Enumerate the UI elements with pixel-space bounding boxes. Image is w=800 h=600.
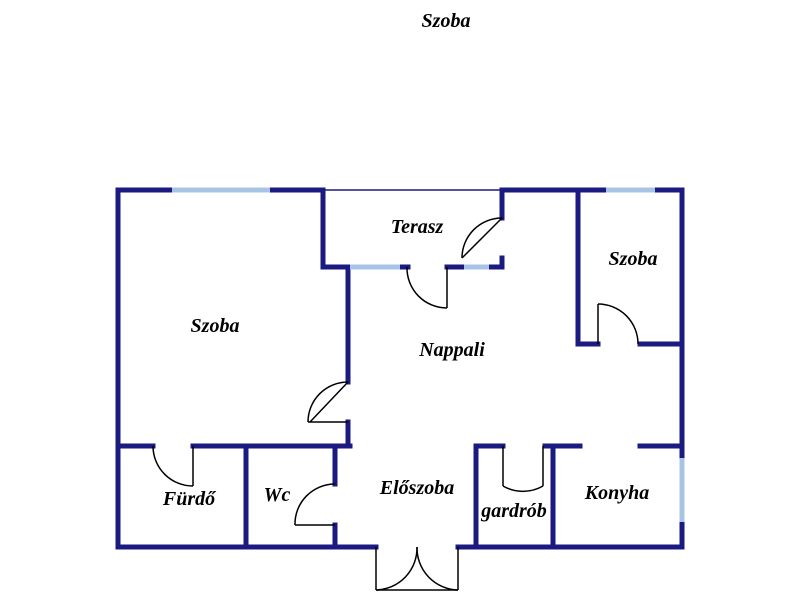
door-furdo <box>152 445 194 487</box>
door-szoba-right <box>597 303 639 345</box>
door-terasz-east <box>461 217 503 259</box>
room-label-szoba-right: Szoba <box>609 248 658 270</box>
door-entrance <box>375 546 459 591</box>
door-terasz-nappali <box>406 266 448 309</box>
room-label-konyha: Konyha <box>584 482 649 504</box>
doors <box>152 217 639 591</box>
door-gardrob <box>502 446 544 493</box>
room-label-terasz: Terasz <box>391 216 444 238</box>
room-label-eloszoba: Előszoba <box>379 477 454 499</box>
room-label-wc: Wc <box>264 484 291 506</box>
room-label-szoba-left: Szoba <box>191 315 240 337</box>
windows <box>172 187 685 522</box>
room-label-furdo: Fürdő <box>162 488 217 510</box>
door-szoba-left <box>307 381 349 423</box>
page-title: Szoba <box>421 10 471 32</box>
walls <box>115 187 685 550</box>
room-label-gardrob: gardrób <box>480 500 547 522</box>
door-wc <box>294 483 336 526</box>
room-label-nappali: Nappali <box>418 339 485 361</box>
